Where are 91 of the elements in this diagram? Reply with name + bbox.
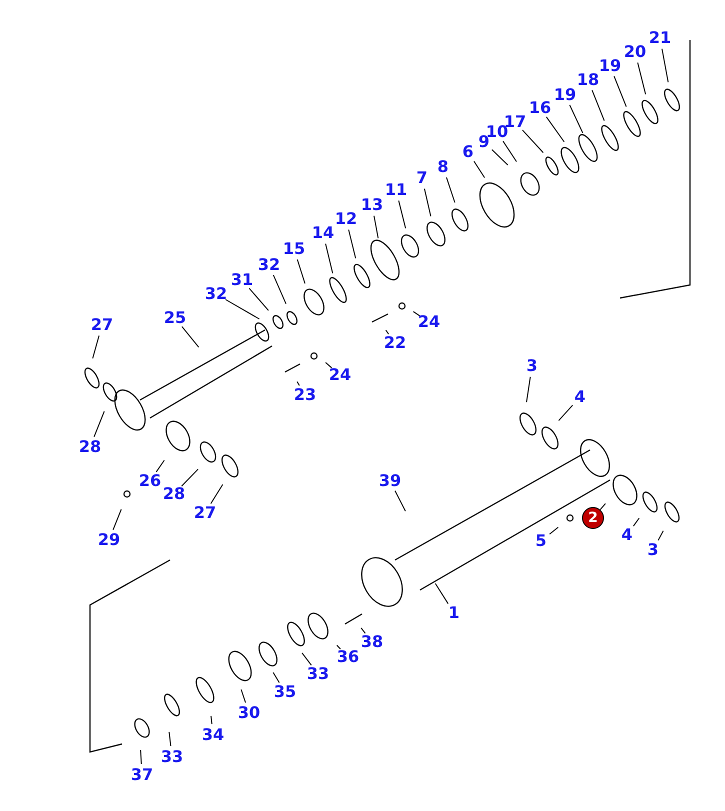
callout-number: 14 <box>312 224 334 242</box>
leader-line <box>156 460 165 472</box>
leader-line <box>272 274 286 304</box>
leader-line <box>522 130 544 154</box>
callout-number: 18 <box>576 71 600 89</box>
callout-number: 15 <box>282 240 306 258</box>
callout-number: 13 <box>360 196 384 214</box>
leader-line <box>94 410 105 438</box>
leader-line <box>502 140 517 162</box>
callout-number: 33 <box>306 665 330 683</box>
leader-line <box>446 176 456 204</box>
leader-line <box>592 90 605 122</box>
leader-line <box>385 330 390 335</box>
leader-line <box>434 582 449 604</box>
leader-line <box>374 215 379 239</box>
leader-line <box>336 644 341 650</box>
leader-line <box>210 484 224 504</box>
callout-number: 38 <box>360 633 384 651</box>
leader-line <box>302 652 312 666</box>
leader-line <box>491 149 508 166</box>
leader-line <box>614 76 627 108</box>
leader-line <box>210 715 212 725</box>
callout-number: 6 <box>462 143 474 161</box>
callout-number: 5 <box>535 532 547 550</box>
callout-number: 3 <box>647 541 659 559</box>
callout-number: 28 <box>78 438 102 456</box>
leader-line <box>546 116 565 142</box>
callout-number: 32 <box>204 285 228 303</box>
callout-number: 7 <box>416 169 428 187</box>
callout-number: 30 <box>238 704 260 722</box>
callout-number: 26 <box>138 472 162 490</box>
leader-line <box>296 258 306 284</box>
leader-line <box>140 749 142 765</box>
leader-line <box>248 288 269 311</box>
callout-number: 35 <box>274 683 296 701</box>
callout-number: 25 <box>164 309 186 327</box>
leader-line <box>348 229 356 259</box>
callout-number: 20 <box>624 43 646 61</box>
leader-line <box>424 188 432 217</box>
callout-number: 4 <box>621 526 633 544</box>
leader-line <box>549 526 559 535</box>
leader-line <box>112 508 122 530</box>
leader-line <box>658 530 664 541</box>
leader-line <box>181 468 199 487</box>
leader-line <box>600 503 606 510</box>
leader-line <box>569 104 584 134</box>
leader-line <box>632 518 640 527</box>
callout-number: 16 <box>528 99 552 117</box>
callout-number: 34 <box>202 726 224 744</box>
callout-number: 19 <box>554 86 576 104</box>
callout-number: 39 <box>378 472 402 490</box>
callout-number: 19 <box>598 57 622 75</box>
leader-line <box>398 200 406 229</box>
callout-badge: 2 <box>582 507 604 529</box>
leader-line <box>412 311 420 316</box>
callout-number: 37 <box>130 766 154 784</box>
leader-line <box>558 404 574 422</box>
callout-number: 31 <box>230 271 254 289</box>
leader-line <box>181 326 200 348</box>
callout-number: 8 <box>437 158 449 176</box>
callout-number: 12 <box>334 210 358 228</box>
callout-number: 28 <box>162 485 186 503</box>
leader-line <box>473 160 486 178</box>
callout-number: 33 <box>160 748 184 766</box>
leader-line <box>296 381 300 386</box>
callout-number: 36 <box>336 648 360 666</box>
leader-line <box>637 62 646 95</box>
leader-line <box>526 376 531 403</box>
leader-line <box>662 48 669 83</box>
leader-line <box>240 688 246 704</box>
leader-line <box>272 672 280 684</box>
callout-number: 22 <box>384 334 406 352</box>
leader-line <box>92 335 100 359</box>
leader-line <box>325 362 332 368</box>
callout-number: 27 <box>90 316 114 334</box>
callout-number: 3 <box>526 357 538 375</box>
callout-number: 32 <box>258 256 280 274</box>
callout-number: 11 <box>384 181 408 199</box>
callout-number: 21 <box>648 29 672 47</box>
leader-line <box>168 731 172 747</box>
callout-number: 27 <box>194 504 216 522</box>
leader-line <box>225 299 260 320</box>
callout-number: 4 <box>574 388 586 406</box>
callout-number: 24 <box>418 313 440 331</box>
callout-number: 1 <box>448 604 460 622</box>
callout-number: 24 <box>328 366 352 384</box>
callout-number: 29 <box>98 531 120 549</box>
leader-line <box>360 627 366 634</box>
leader-line <box>394 490 406 512</box>
callout-number: 23 <box>294 386 316 404</box>
leader-line <box>325 243 334 274</box>
